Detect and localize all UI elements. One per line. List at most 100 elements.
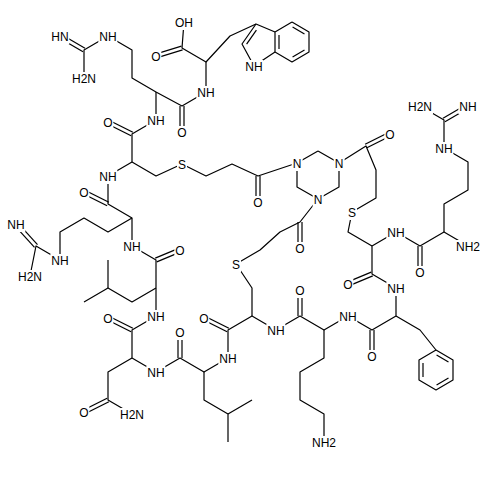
atom-label: O [102, 312, 113, 326]
atom-label: H2N [71, 72, 97, 86]
atom-label-holder: NH [6, 216, 25, 232]
bond [300, 330, 324, 442]
atom-label-holder: NH [98, 28, 117, 44]
bond [419, 350, 453, 390]
atom-label: S [347, 206, 357, 220]
atom-label-holder: O [198, 310, 209, 326]
bond [84, 288, 156, 302]
atom-label: O [366, 350, 377, 364]
atom-label-holder: NH [196, 84, 215, 100]
atom-label-holder: O [294, 282, 305, 298]
atom-label: HN [50, 30, 69, 44]
atom-label-holder: NH [386, 280, 405, 296]
atom-label: O [78, 406, 89, 420]
atom-label-holder: O [150, 48, 161, 64]
atom-label: H2N [119, 408, 145, 422]
atom-label: NH [458, 100, 477, 114]
atom-label-holder: OH [174, 14, 194, 30]
atom-label: OH [174, 16, 194, 30]
bond [108, 162, 468, 372]
atom-label: O [294, 242, 305, 256]
atom-label-holder: O [414, 264, 425, 280]
atom-label-holder: S [347, 204, 357, 220]
bond [228, 400, 252, 414]
atom-label: O [342, 278, 353, 292]
atom-label: O [252, 196, 263, 210]
bond [396, 316, 436, 350]
ring-double-bond [437, 378, 449, 385]
ring-double-bond [293, 27, 305, 34]
atom-label-holder: NH2 [455, 238, 481, 254]
atom-label-holder: NH [50, 252, 69, 268]
atom-label: NH [50, 254, 69, 268]
atom-label: NH2 [311, 436, 337, 450]
atom-label: NH2 [455, 240, 481, 254]
atom-label: NH [122, 240, 141, 254]
atom-label-holder: NH [146, 364, 165, 380]
ring-double-bond [278, 35, 279, 49]
atom-label-holder: N [334, 155, 345, 171]
atom-label-holder: H2N [17, 268, 43, 284]
ring-double-bond [247, 30, 257, 44]
bond [204, 372, 228, 442]
atom-label: S [177, 158, 187, 172]
atom-label-holder: NH [218, 350, 237, 366]
atom-label-holder: NH [146, 308, 165, 324]
atom-label-holder: H2N [407, 98, 433, 114]
bond [107, 260, 108, 288]
atom-label: S [231, 258, 241, 272]
atom-label: O [102, 116, 113, 130]
atom-label-holder: O [176, 124, 187, 140]
atom-label-holder: N [313, 191, 324, 207]
atom-label-holder: O [342, 276, 353, 292]
atom-label-holder: NH [122, 238, 141, 254]
atom-label-holder: NH [434, 140, 453, 156]
atom-label: NH [98, 170, 117, 184]
atom-label-holder: O [78, 404, 89, 420]
atom-label-holder: N [292, 155, 303, 171]
atom-label-holder: O [174, 242, 185, 258]
ring-double-bond [422, 363, 423, 377]
atom-label: NH [196, 86, 215, 100]
atom-label: NH [146, 366, 165, 380]
atom-label-holder: O [174, 324, 185, 340]
atom-label: O [176, 126, 187, 140]
bond [420, 106, 468, 232]
atom-label-holder: O [102, 310, 113, 326]
atom-label-holder: H2N [71, 70, 97, 86]
atom-label-holder: NH [266, 322, 285, 338]
atom-label: NH [6, 218, 25, 232]
ring-double-bond [293, 50, 305, 57]
atom-label: NH [434, 142, 453, 156]
atom-label: O [150, 50, 161, 64]
atom-label: N [313, 193, 324, 207]
atom-label-holder: HN [50, 28, 69, 44]
atom-label-holder: S [231, 256, 241, 272]
atom-label-holder: O [294, 240, 305, 256]
atom-label: O [174, 244, 185, 258]
atom-label-holder: NH [98, 168, 117, 184]
bond [132, 162, 297, 176]
atom-label: H2N [407, 100, 433, 114]
atom-label: NH [146, 114, 165, 128]
atom-label-holder: NH [458, 98, 477, 114]
ring-double-bond [437, 355, 449, 362]
atom-label: O [198, 312, 209, 326]
atom-label: O [384, 128, 395, 142]
atom-label: NH [218, 352, 237, 366]
atom-label: H2N [17, 270, 43, 284]
atom-label: N [292, 157, 303, 171]
atom-label-holder: NH [338, 308, 357, 324]
bond [275, 22, 309, 62]
atom-label-holder: NH [386, 224, 405, 240]
atom-label-holder: O [366, 348, 377, 364]
bond [30, 218, 132, 276]
atom-label-holder: NH2 [311, 434, 337, 450]
bond [236, 199, 318, 316]
atom-label: NH [386, 226, 405, 240]
atom-label: O [294, 284, 305, 298]
atom-label-holder: NH [244, 58, 263, 74]
atom-label-holder: S [177, 156, 187, 172]
